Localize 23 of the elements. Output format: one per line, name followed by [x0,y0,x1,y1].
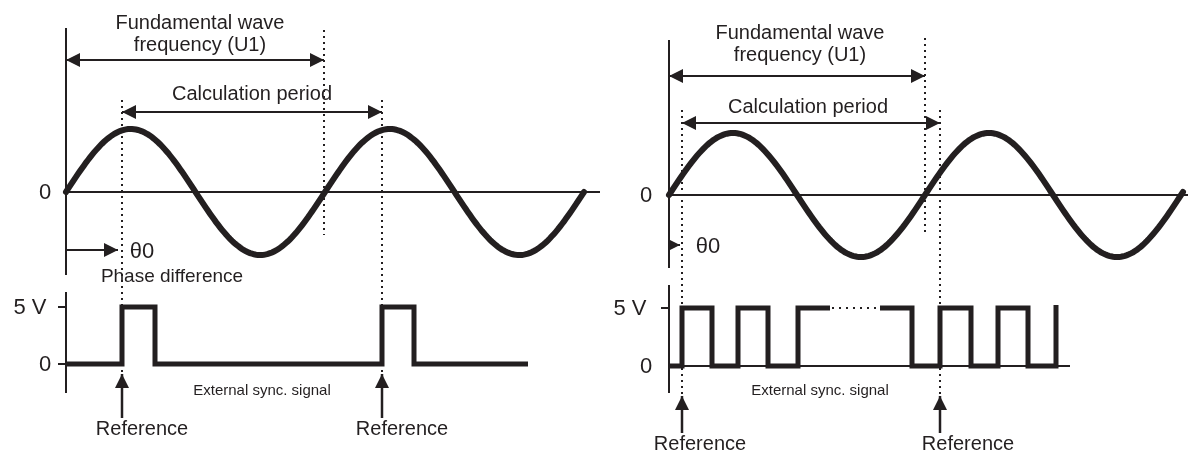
dimension-label: Calculation period [171,82,333,104]
axis-label: 0 [38,179,52,205]
reference-label: Reference [653,432,747,454]
axis-label: 5 V [13,294,47,320]
signal-label: External sync. signal [193,381,331,399]
axis-label: 5 V [613,295,647,321]
axis-label: 0 [38,351,52,377]
arrow [375,374,389,418]
reference-label: Reference [95,417,189,439]
arrow [933,396,947,433]
axis-label: 0 [639,182,653,208]
dimension-label: Fundamental wave frequency (U1) [714,21,886,65]
reference-label: Reference [355,417,449,439]
axis-label: 0 [639,353,653,379]
angle-label: θ0 [129,238,155,264]
reference-label: Reference [921,432,1015,454]
dimension-label: Calculation period [727,95,889,117]
dimension-label: Phase difference [100,265,244,287]
arrow [115,374,129,418]
dimension-label: Fundamental wave frequency (U1) [114,11,286,55]
angle-label: θ0 [695,233,721,259]
signal-label: External sync. signal [751,381,889,399]
arrow [675,396,689,433]
